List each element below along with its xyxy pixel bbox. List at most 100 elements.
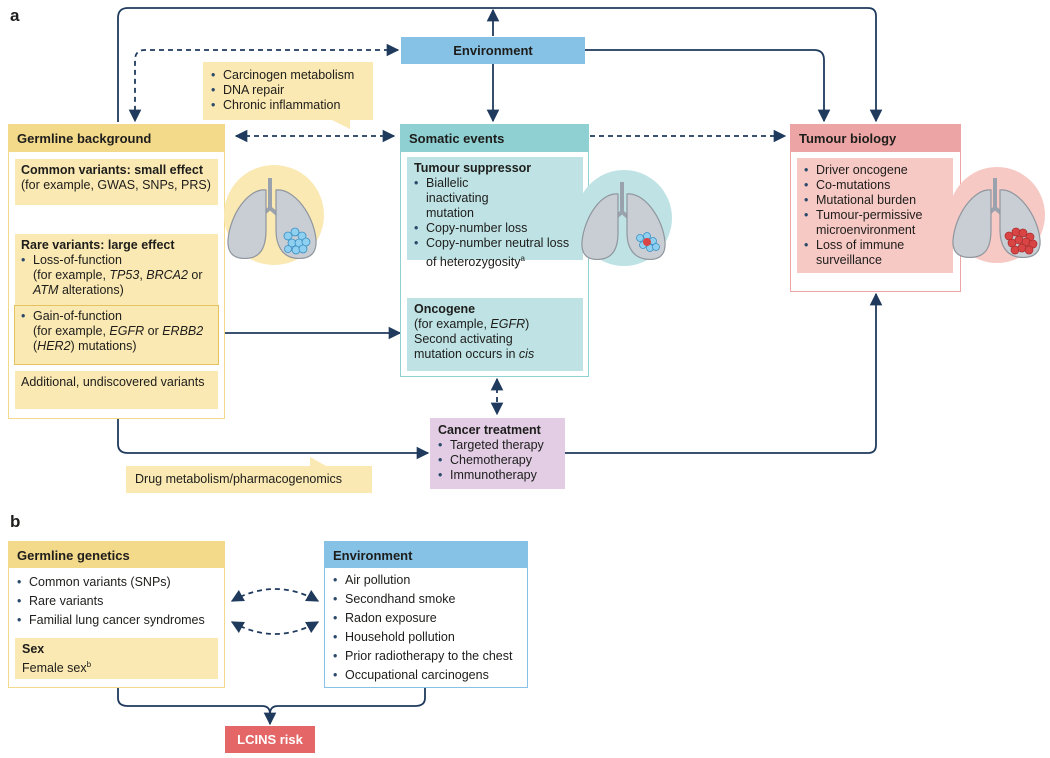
cancer-treatment-box: Cancer treatment Targeted therapy Chemot… [430, 418, 565, 489]
b-germline-item: Common variants (SNPs) [17, 573, 216, 592]
oncogene-line2: Second activating [414, 332, 513, 346]
oncogene-line1: (for example, EGFR) [414, 317, 576, 332]
dash-env-germline [128, 43, 400, 123]
common-variants-title: Common variants: small effect [21, 163, 203, 177]
b-germline-header: Germline genetics [9, 542, 224, 568]
gene-egfr: EGFR [109, 324, 145, 338]
loop-germline-to-tumour [117, 7, 883, 123]
ts-item: Copy-number loss [414, 221, 576, 236]
gene-egfr-onc: EGFR [490, 317, 526, 331]
b-germline-item: Familial lung cancer syndromes [17, 611, 216, 630]
b-sex-box: Sex Female sexb [15, 638, 218, 679]
germline-header: Germline background [9, 125, 224, 152]
onc-text: (for example, [414, 317, 491, 331]
b-env-item: Household pollution [333, 628, 519, 647]
gene-tp53: TP53 [109, 268, 140, 282]
oncogene-title: Oncogene [414, 302, 476, 316]
tumour-item: Mutational burden [804, 193, 946, 208]
lof-end: alterations) [58, 283, 124, 297]
ts-item-text: Copy-number neutral loss of heterozygosi… [426, 236, 570, 270]
lof-or: or [187, 268, 203, 282]
additional-variants-box: Additional, undiscovered variants [15, 371, 218, 409]
gof-or: or [144, 324, 163, 338]
lof-item: Loss-of-function (for example, TP53, BRC… [21, 253, 212, 298]
gene-erbb2: ERBB2 [162, 324, 204, 338]
b-env-item: Prior radiotherapy to the chest [333, 647, 519, 666]
gene-brca2: BRCA2 [146, 268, 188, 282]
gene-her2: HER2 [37, 339, 71, 353]
env-germline-callout: Carcinogen metabolism DNA repair Chronic… [203, 62, 373, 120]
b-germline-item: Rare variants [17, 592, 216, 611]
b-environment-header: Environment [325, 542, 527, 568]
cis-term: cis [518, 347, 535, 361]
arrow-env-tumour [585, 49, 831, 123]
tumour-biology-box: Tumour biology Driver oncogene Co-mutati… [790, 124, 961, 292]
onc-paren: ) [525, 317, 530, 331]
line-b-env-risk [269, 688, 426, 715]
somatic-events-box: Somatic events Tumour suppressor Biallel… [400, 124, 589, 377]
lung-illustration-tumour [949, 167, 1045, 263]
lof-text: (for example, [33, 268, 110, 282]
tumour-list-box: Driver oncogene Co-mutations Mutational … [797, 158, 953, 273]
gof-paren: ( [33, 339, 38, 353]
tumour-suppressor-title: Tumour suppressor [414, 161, 532, 175]
lung-illustration-somatic [576, 170, 672, 266]
drug-metabolism-callout: Drug metabolism/pharmacogenomics [126, 466, 372, 493]
treatment-item: Immunotherapy [438, 468, 557, 483]
callout-item: Carcinogen metabolism [211, 68, 365, 83]
arrow-germline-treatment [117, 418, 430, 460]
germline-background-box: Germline background Common variants: sma… [8, 124, 225, 419]
b-env-item: Air pollution [333, 571, 519, 590]
lung-illustration-germline [224, 165, 324, 265]
callout-pointer [330, 119, 350, 129]
tumour-item: Co-mutations [804, 178, 946, 193]
footnote-a: a [520, 254, 525, 263]
gene-atm: ATM [33, 283, 59, 297]
dash-b-arc-bottom [230, 621, 320, 635]
tumour-item: Driver oncogene [804, 163, 946, 178]
lof-label: Loss-of-function [33, 253, 122, 267]
panel-label-b: b [10, 512, 21, 531]
footnote-b: b [86, 660, 92, 669]
tumour-suppressor-box: Tumour suppressor Biallelic inactivating… [407, 157, 583, 269]
dash-b-arc-top [230, 588, 320, 602]
lcins-risk-box: LCINS risk [225, 726, 315, 753]
arrow-treatment-tumour [565, 292, 883, 454]
tumour-header: Tumour biology [791, 125, 960, 152]
onc-text3: mutation occurs in [414, 347, 519, 361]
treatment-title: Cancer treatment [438, 423, 541, 437]
drug-callout-pointer [310, 457, 328, 467]
b-sex-title: Sex [22, 642, 45, 656]
somatic-header: Somatic events [401, 125, 588, 152]
callout-item: Chronic inflammation [211, 98, 365, 113]
rare-variants-title: Rare variants: large effect [21, 238, 175, 252]
b-germline-genetics-box: Germline genetics Common variants (SNPs)… [8, 541, 225, 688]
lof-sep: , [139, 268, 147, 282]
b-environment-box: Environment Air pollution Secondhand smo… [324, 541, 528, 688]
environment-box: Environment [401, 37, 585, 64]
treatment-item: Chemotherapy [438, 453, 557, 468]
gof-label: Gain-of-function [33, 309, 122, 323]
tumour-item: Loss of immune surveillance [804, 238, 934, 268]
b-sex-line: Female sexb [22, 657, 211, 676]
b-sex-text: Female sex [22, 661, 87, 676]
b-env-item: Radon exposure [333, 609, 519, 628]
gof-item: Gain-of-function (for example, EGFR or E… [21, 309, 212, 354]
common-variants-text: (for example, GWAS, SNPs, PRS) [21, 178, 211, 192]
ts-item: Biallelic inactivating mutation [414, 176, 531, 221]
b-env-item: Occupational carcinogens [333, 666, 519, 685]
treatment-item: Targeted therapy [438, 438, 557, 453]
callout-item: DNA repair [211, 83, 365, 98]
ts-item: Copy-number neutral loss of heterozygosi… [414, 236, 576, 270]
b-env-item: Secondhand smoke [333, 590, 519, 609]
oncogene-box: Oncogene (for example, EGFR) Second acti… [407, 298, 583, 371]
oncogene-line3: mutation occurs in cis [414, 347, 576, 362]
tumour-item: Tumour-permissive microenvironment [804, 208, 934, 238]
line-b-germline-risk [117, 688, 277, 726]
common-variants-box: Common variants: small effect (for examp… [15, 159, 218, 205]
rare-variants-box: Rare variants: large effect Loss-of-func… [14, 234, 219, 365]
gof-text: (for example, [33, 324, 110, 338]
gof-box: Gain-of-function (for example, EGFR or E… [14, 305, 219, 365]
gof-end: ) mutations) [70, 339, 137, 353]
